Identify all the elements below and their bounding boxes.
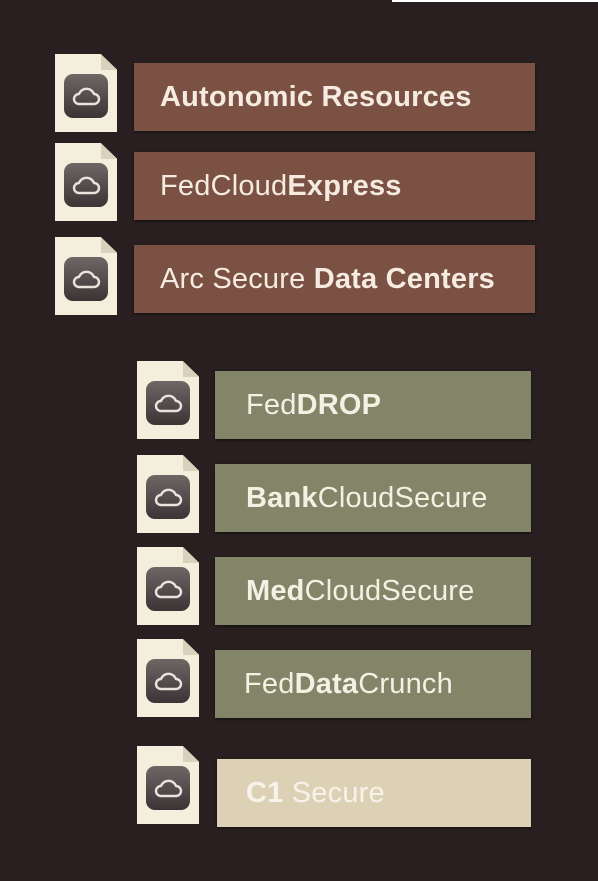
top-edge-line xyxy=(392,0,598,2)
product-label-bar[interactable]: Arc Secure Data Centers xyxy=(134,245,535,313)
label-part: C1 xyxy=(246,776,284,809)
cloud-icon xyxy=(146,475,190,519)
cloud-icon xyxy=(146,381,190,425)
cloud-icon xyxy=(64,74,108,118)
label-part: FedCloud xyxy=(160,169,288,202)
cloud-icon xyxy=(64,257,108,301)
label-part: Autonomic Resources xyxy=(160,80,472,113)
cloud-icon xyxy=(146,766,190,810)
document-icon xyxy=(55,54,117,132)
label-part: Fed xyxy=(246,388,297,421)
label-part: Express xyxy=(287,169,402,202)
document-icon xyxy=(137,455,199,533)
document-icon xyxy=(55,143,117,221)
document-icon xyxy=(55,237,117,315)
label-part: Med xyxy=(246,574,305,607)
cloud-icon xyxy=(64,163,108,207)
label-part: Data Centers xyxy=(313,262,496,295)
label-part: Bank xyxy=(246,481,318,514)
label-part: DROP xyxy=(296,388,382,421)
label-part: Secure xyxy=(283,776,385,809)
document-icon xyxy=(137,746,199,824)
label-part: Fed xyxy=(244,667,295,700)
cloud-icon xyxy=(146,567,190,611)
label-part: CloudSecure xyxy=(304,574,475,607)
label-part: Crunch xyxy=(358,667,453,700)
document-icon xyxy=(137,639,199,717)
document-icon xyxy=(137,547,199,625)
label-part: Arc Secure xyxy=(160,262,314,295)
product-label-bar[interactable]: C1 Secure xyxy=(217,759,531,827)
label-part: CloudSecure xyxy=(317,481,488,514)
product-label-bar[interactable]: Autonomic Resources xyxy=(134,63,535,131)
document-icon xyxy=(137,361,199,439)
label-part: Data xyxy=(294,667,359,700)
cloud-icon xyxy=(146,659,190,703)
